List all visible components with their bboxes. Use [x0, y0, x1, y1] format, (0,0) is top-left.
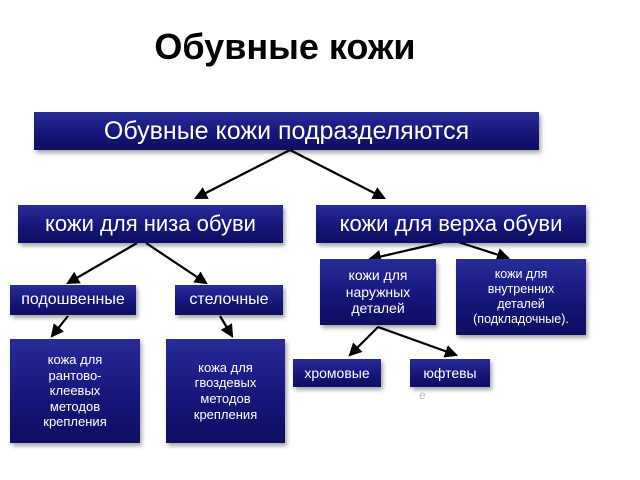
arrow-insole-to-nailed [219, 315, 234, 338]
yuft-leather-box: юфтевы [410, 359, 490, 387]
nailed-methods-box: кожа для гвоздевых методов крепления [166, 339, 285, 443]
welted-methods-box: кожа для рантово-клеевых методов креплен… [10, 339, 140, 443]
top-leather-box: кожи для верха обуви [316, 205, 586, 243]
arrow-outer-to-chrome [348, 326, 379, 357]
arrow-bottom-to-insole [145, 242, 208, 285]
inner-parts-box: кожи для внутренних деталей (подкладочны… [456, 259, 586, 335]
arrow-outer-to-yuft [377, 325, 459, 358]
ghost-letter: е [419, 388, 426, 402]
bottom-leather-box: кожи для низа обуви [18, 205, 283, 243]
insole-leather-box: стелочные [175, 285, 283, 315]
arrow-top-to-outer [367, 238, 453, 263]
arrow-bottom-to-sole [66, 242, 138, 285]
arrow-root-to-bottom [194, 149, 291, 200]
root-box: Обувные кожи подразделяются [34, 112, 539, 150]
chrome-leather-box: хромовые [293, 359, 381, 387]
sole-leather-box: подошвенные [10, 285, 136, 315]
arrow-top-to-inner [451, 238, 511, 261]
arrow-sole-to-welted [50, 315, 69, 338]
arrow-root-to-top [289, 149, 386, 200]
outer-parts-box: кожи для наружных деталей [320, 259, 436, 325]
page-title: Обувные кожи [154, 26, 416, 67]
